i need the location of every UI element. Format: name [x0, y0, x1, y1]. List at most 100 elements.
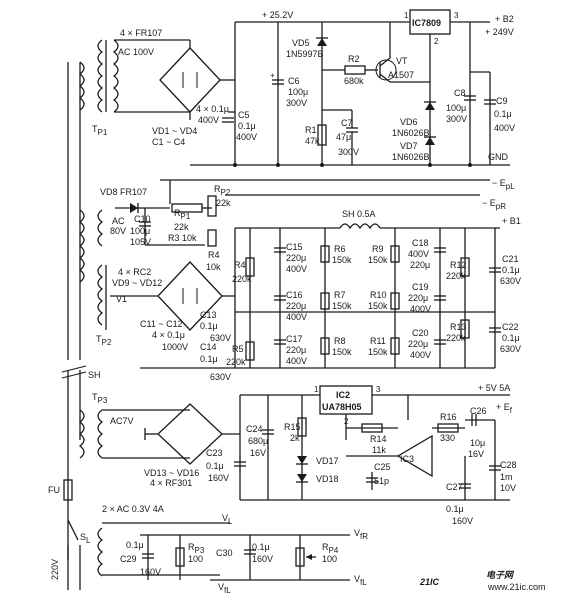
- c6-name: C6: [288, 76, 300, 86]
- ic2-label: IC2: [336, 390, 350, 400]
- svg-text:R8: R8: [334, 336, 346, 346]
- c5-voltage: 400V: [236, 132, 257, 142]
- svg-text:R14: R14: [370, 434, 387, 444]
- r4b-name: R4: [234, 260, 246, 270]
- svg-text:R11: R11: [370, 336, 386, 346]
- b1-label: + B1: [502, 216, 521, 226]
- r5-value: 220k: [226, 357, 246, 367]
- svg-text:3: 3: [376, 385, 381, 394]
- r4b-value: 220k: [232, 274, 252, 284]
- svg-text:C21: C21: [502, 254, 519, 264]
- svg-text:400V: 400V: [286, 264, 307, 274]
- logo-chinese: 电子网: [486, 570, 515, 580]
- svg-text:150k: 150k: [332, 255, 352, 265]
- c14-name: C14: [200, 342, 217, 352]
- c14-voltage: 630V: [210, 372, 231, 382]
- svg-text:R12: R12: [450, 260, 467, 270]
- ic2-part: UA78H05: [322, 402, 362, 412]
- c6-value: 100μ: [288, 87, 308, 97]
- vt-part: A1507: [388, 70, 414, 80]
- svg-text:2k: 2k: [290, 433, 300, 443]
- bridge1-caps-voltage: 400V: [198, 115, 219, 125]
- svg-text:150k: 150k: [368, 347, 388, 357]
- c9-voltage: 400V: [494, 123, 515, 133]
- svg-text:C26: C26: [470, 406, 487, 416]
- svg-text:400V: 400V: [410, 304, 431, 314]
- svg-text:160V: 160V: [140, 567, 161, 577]
- rp1-value: 22k: [174, 222, 189, 232]
- c8-value: 100μ: [446, 103, 466, 113]
- c7-value: 47μ: [336, 132, 351, 142]
- vl2-label: VfL: [354, 574, 367, 587]
- svg-text:1: 1: [314, 385, 319, 394]
- svg-text:220μ: 220μ: [408, 339, 428, 349]
- c10-voltage: 105V: [130, 237, 151, 247]
- bridge3-label: VD13 ~ VD16: [144, 468, 199, 478]
- tp1-label: TP1: [92, 124, 108, 137]
- bridge2-caps-voltage: 1000V: [162, 342, 188, 352]
- svg-text:0.1μ: 0.1μ: [502, 265, 520, 275]
- bridge2-label: VD9 ~ VD12: [112, 278, 162, 288]
- svg-text:C29: C29: [120, 554, 137, 564]
- svg-text:160V: 160V: [252, 554, 273, 564]
- svg-text:C30: C30: [216, 548, 233, 558]
- r4-name: R4: [208, 250, 220, 260]
- vd5-name: VD5: [292, 38, 310, 48]
- svg-text:630V: 630V: [500, 276, 521, 286]
- bridge2-caps-value: 4 × 0.1μ: [152, 330, 185, 340]
- fr107-label: 4 × FR107: [120, 28, 162, 38]
- vd7-name: VD7: [400, 141, 418, 151]
- primary-winding-column: SH FU SL 220V: [48, 61, 101, 590]
- svg-text:R9: R9: [372, 244, 384, 254]
- svg-text:2: 2: [434, 37, 439, 46]
- svg-text:R10: R10: [370, 290, 387, 300]
- svg-text:220μ: 220μ: [286, 301, 306, 311]
- epl-label: − EpL: [492, 178, 515, 191]
- svg-text:160V: 160V: [452, 516, 473, 526]
- svg-text:0.1μ: 0.1μ: [446, 504, 464, 514]
- c10-value: 100μ: [130, 226, 150, 236]
- rp1-label: RP1: [174, 208, 191, 221]
- rp2-label: RP2: [214, 184, 231, 197]
- rp2-value: 22k: [216, 198, 231, 208]
- svg-text:C28: C28: [500, 460, 517, 470]
- vl-label: VL: [222, 513, 233, 526]
- vd7-part: 1N6026B: [392, 152, 430, 162]
- c5-name: C5: [238, 110, 250, 120]
- vd18-label: VD18: [316, 474, 339, 484]
- svg-text:C18: C18: [412, 238, 429, 248]
- ic3-label: IC3: [400, 454, 414, 464]
- c14-value: 0.1μ: [200, 354, 218, 364]
- c13-value: 0.1μ: [200, 321, 218, 331]
- b2-voltage: + 249V: [485, 27, 514, 37]
- svg-text:+: +: [270, 71, 275, 80]
- svg-text:16V: 16V: [250, 448, 266, 458]
- low-section: TP3 AC7V VD13 ~ VD16 4 × RF301 C23 0.1μ …: [92, 383, 517, 526]
- svg-text:51p: 51p: [374, 476, 389, 486]
- c9-name: C9: [496, 96, 508, 106]
- svg-text:R7: R7: [334, 290, 346, 300]
- mains-label: 220V: [50, 559, 60, 580]
- filament-section: 2 × AC 0.3V 4A VL VfL VfR VfL C29 0.1μ 1…: [97, 504, 368, 595]
- mid-section: VD8 FR107 RP1 22k RP2 22k AC 80V C10 100…: [96, 180, 521, 382]
- bridge2-part: 4 × RC2: [118, 267, 151, 277]
- svg-text:220μ: 220μ: [410, 260, 430, 270]
- svg-text:330: 330: [440, 433, 455, 443]
- tp3-label: TP3: [92, 392, 108, 405]
- svg-text:C22: C22: [502, 322, 519, 332]
- vd6-name: VD6: [400, 117, 418, 127]
- plus5-label: + 5V 5A: [478, 383, 510, 393]
- bridge1-caps-value: 4 × 0.1μ: [196, 104, 229, 114]
- svg-text:150k: 150k: [368, 255, 388, 265]
- switch-label: SL: [80, 532, 91, 545]
- svg-text:10V: 10V: [500, 483, 516, 493]
- svg-text:150k: 150k: [332, 301, 352, 311]
- sh-choke-label: SH 0.5A: [342, 209, 376, 219]
- ac03-label: 2 × AC 0.3V 4A: [102, 504, 164, 514]
- svg-text:1: 1: [404, 11, 409, 20]
- svg-text:150k: 150k: [368, 301, 388, 311]
- svg-text:220k: 220k: [446, 333, 466, 343]
- logo-number: 21IC: [419, 577, 440, 587]
- rail-25v-label: + 25.2V: [262, 10, 293, 20]
